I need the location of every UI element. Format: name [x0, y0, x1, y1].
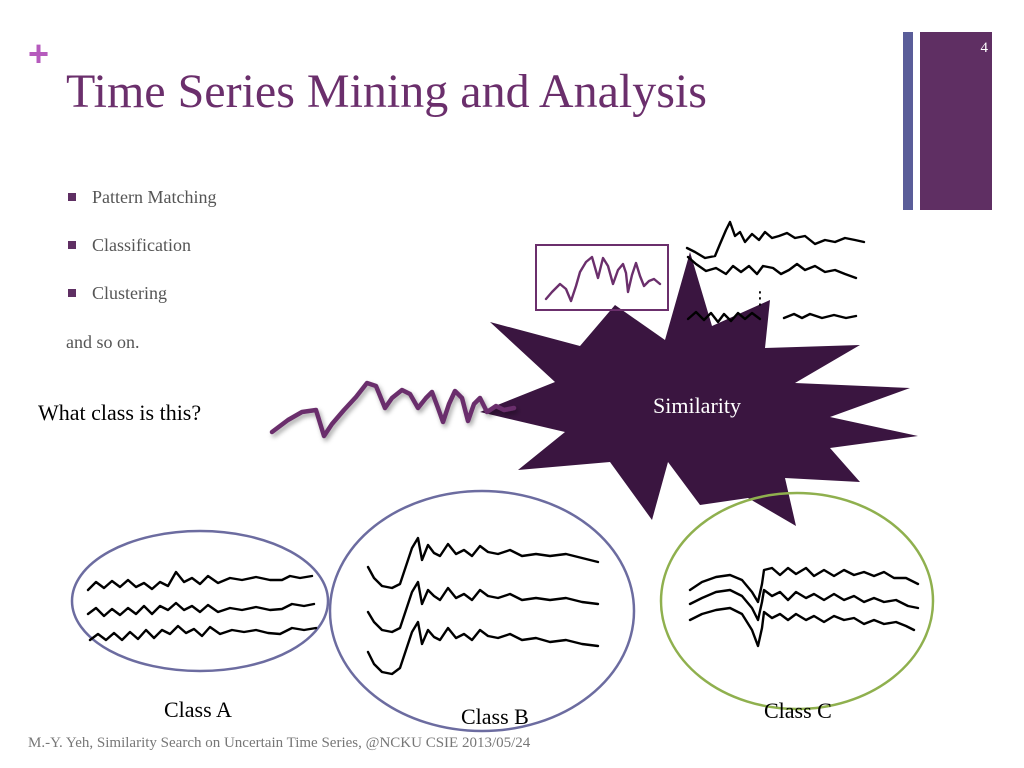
template-series	[544, 255, 662, 303]
query-time-series	[269, 380, 517, 439]
square-bullet-icon	[68, 289, 76, 297]
class-c-series	[688, 566, 920, 604]
square-bullet-icon	[68, 241, 76, 249]
database-series-group	[685, 220, 866, 324]
template-box	[535, 244, 669, 311]
database-series	[685, 220, 866, 260]
slide-title: Time Series Mining and Analysis	[66, 65, 707, 118]
class-b-ellipse	[328, 489, 636, 733]
similarity-label: Similarity	[653, 393, 741, 418]
slide-number: 4	[980, 40, 989, 56]
and-so-on-text: and so on.	[66, 332, 140, 352]
bullet-item: Classification	[66, 232, 216, 280]
class-c-series-group	[688, 566, 920, 648]
similarity-starburst	[480, 252, 918, 526]
question-text: What class is this?	[38, 400, 202, 425]
database-series	[782, 312, 858, 320]
database-series	[686, 310, 762, 324]
square-bullet-icon	[68, 193, 76, 201]
bullet-label: Pattern Matching	[92, 187, 217, 207]
bullet-label: Classification	[92, 235, 191, 255]
class-a-ellipse	[70, 529, 330, 673]
bullet-item: Pattern Matching	[66, 184, 216, 232]
class-a-series-group	[86, 570, 318, 642]
class-b-series	[366, 580, 600, 634]
class-b-series	[366, 536, 600, 590]
database-series	[686, 255, 858, 280]
class-c-ellipse	[659, 491, 935, 711]
class-a-series	[88, 624, 318, 642]
bullet-label: Clustering	[92, 283, 167, 303]
class-b-series-group	[366, 536, 600, 676]
accent-bar-wide	[920, 32, 992, 210]
footer-citation: M.-Y. Yeh, Similarity Search on Uncertai…	[28, 735, 531, 751]
accent-bar-thin	[903, 32, 913, 210]
bullet-list: Pattern Matching Classification Clusteri…	[66, 184, 216, 328]
class-b-series	[366, 620, 600, 676]
class-a-label: Class A	[164, 697, 232, 722]
bullet-item: Clustering	[66, 280, 216, 328]
plus-decoration-icon: +	[28, 33, 50, 74]
class-a-series	[86, 570, 314, 592]
class-c-series	[688, 606, 916, 648]
class-c-label: Class C	[764, 698, 832, 723]
class-c-series	[688, 588, 920, 622]
class-a-series	[86, 601, 316, 618]
class-b-label: Class B	[461, 704, 529, 729]
ellipsis-glyph: ⋮	[751, 288, 769, 309]
